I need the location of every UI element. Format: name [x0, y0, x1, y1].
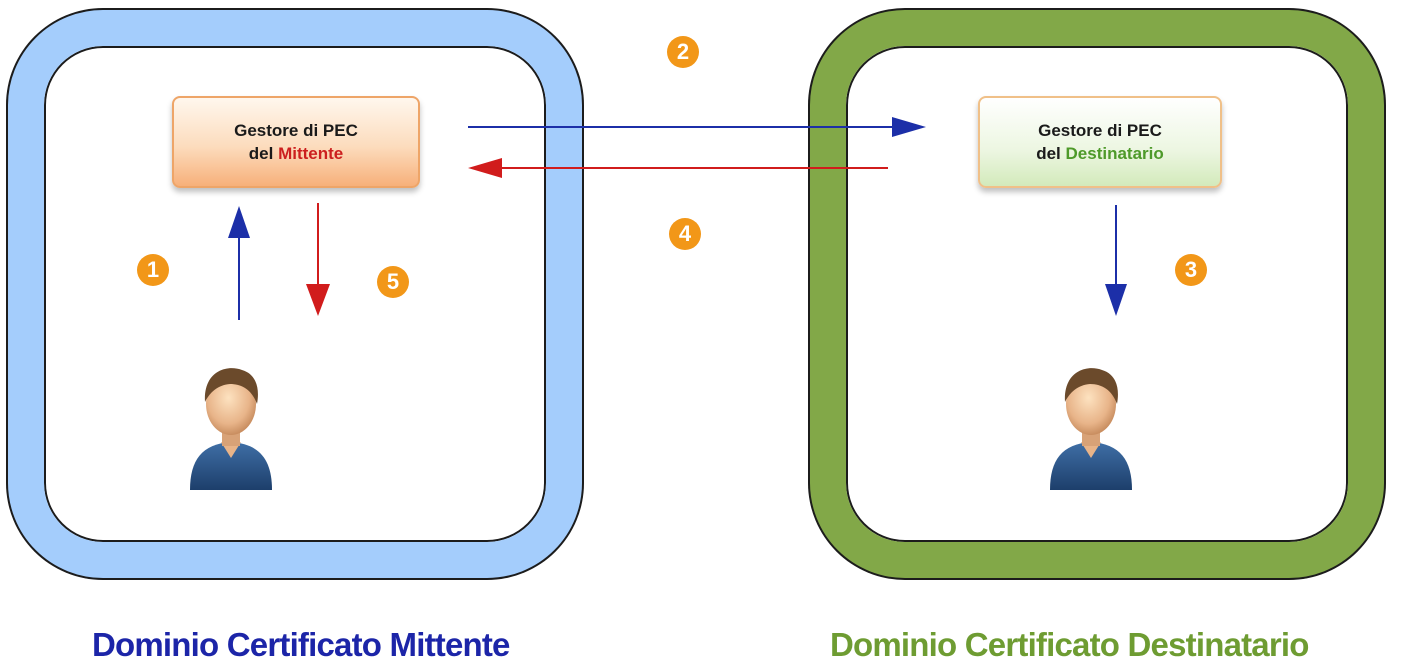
sender-provider-prefix: del: [248, 144, 279, 163]
user-icon: [1050, 368, 1132, 490]
receiver-pec-provider-box: Gestore di PEC del Destinatario: [978, 96, 1222, 188]
arrow-right-icon: [468, 117, 926, 137]
arrow-left-icon: [468, 158, 888, 178]
step-badge-1: 1: [137, 254, 169, 286]
receiver-provider-line1: Gestore di PEC: [1038, 121, 1162, 140]
sender-pec-provider-box: Gestore di PEC del Mittente: [172, 96, 420, 188]
step-badge-5: 5: [377, 266, 409, 298]
sender-provider-line1: Gestore di PEC: [234, 121, 358, 140]
sender-provider-line2: del Mittente: [174, 142, 418, 165]
step-badge-4: 4: [669, 218, 701, 250]
sender-provider-highlight: Mittente: [278, 144, 344, 163]
user-icon: [190, 368, 272, 490]
arrow-down-icon: [306, 203, 330, 316]
receiver-provider-prefix: del: [1036, 144, 1066, 163]
receiver-provider-highlight: Destinatario: [1065, 144, 1164, 163]
arrow-down-icon: [1105, 205, 1127, 316]
receiver-provider-line2: del Destinatario: [980, 142, 1220, 165]
sender-domain-caption: Dominio Certificato Mittente: [92, 626, 510, 663]
receiver-domain-caption: Dominio Certificato Destinatario: [830, 626, 1309, 663]
arrow-up-icon: [228, 206, 250, 320]
step-badge-2: 2: [667, 36, 699, 68]
step-badge-3: 3: [1175, 254, 1207, 286]
